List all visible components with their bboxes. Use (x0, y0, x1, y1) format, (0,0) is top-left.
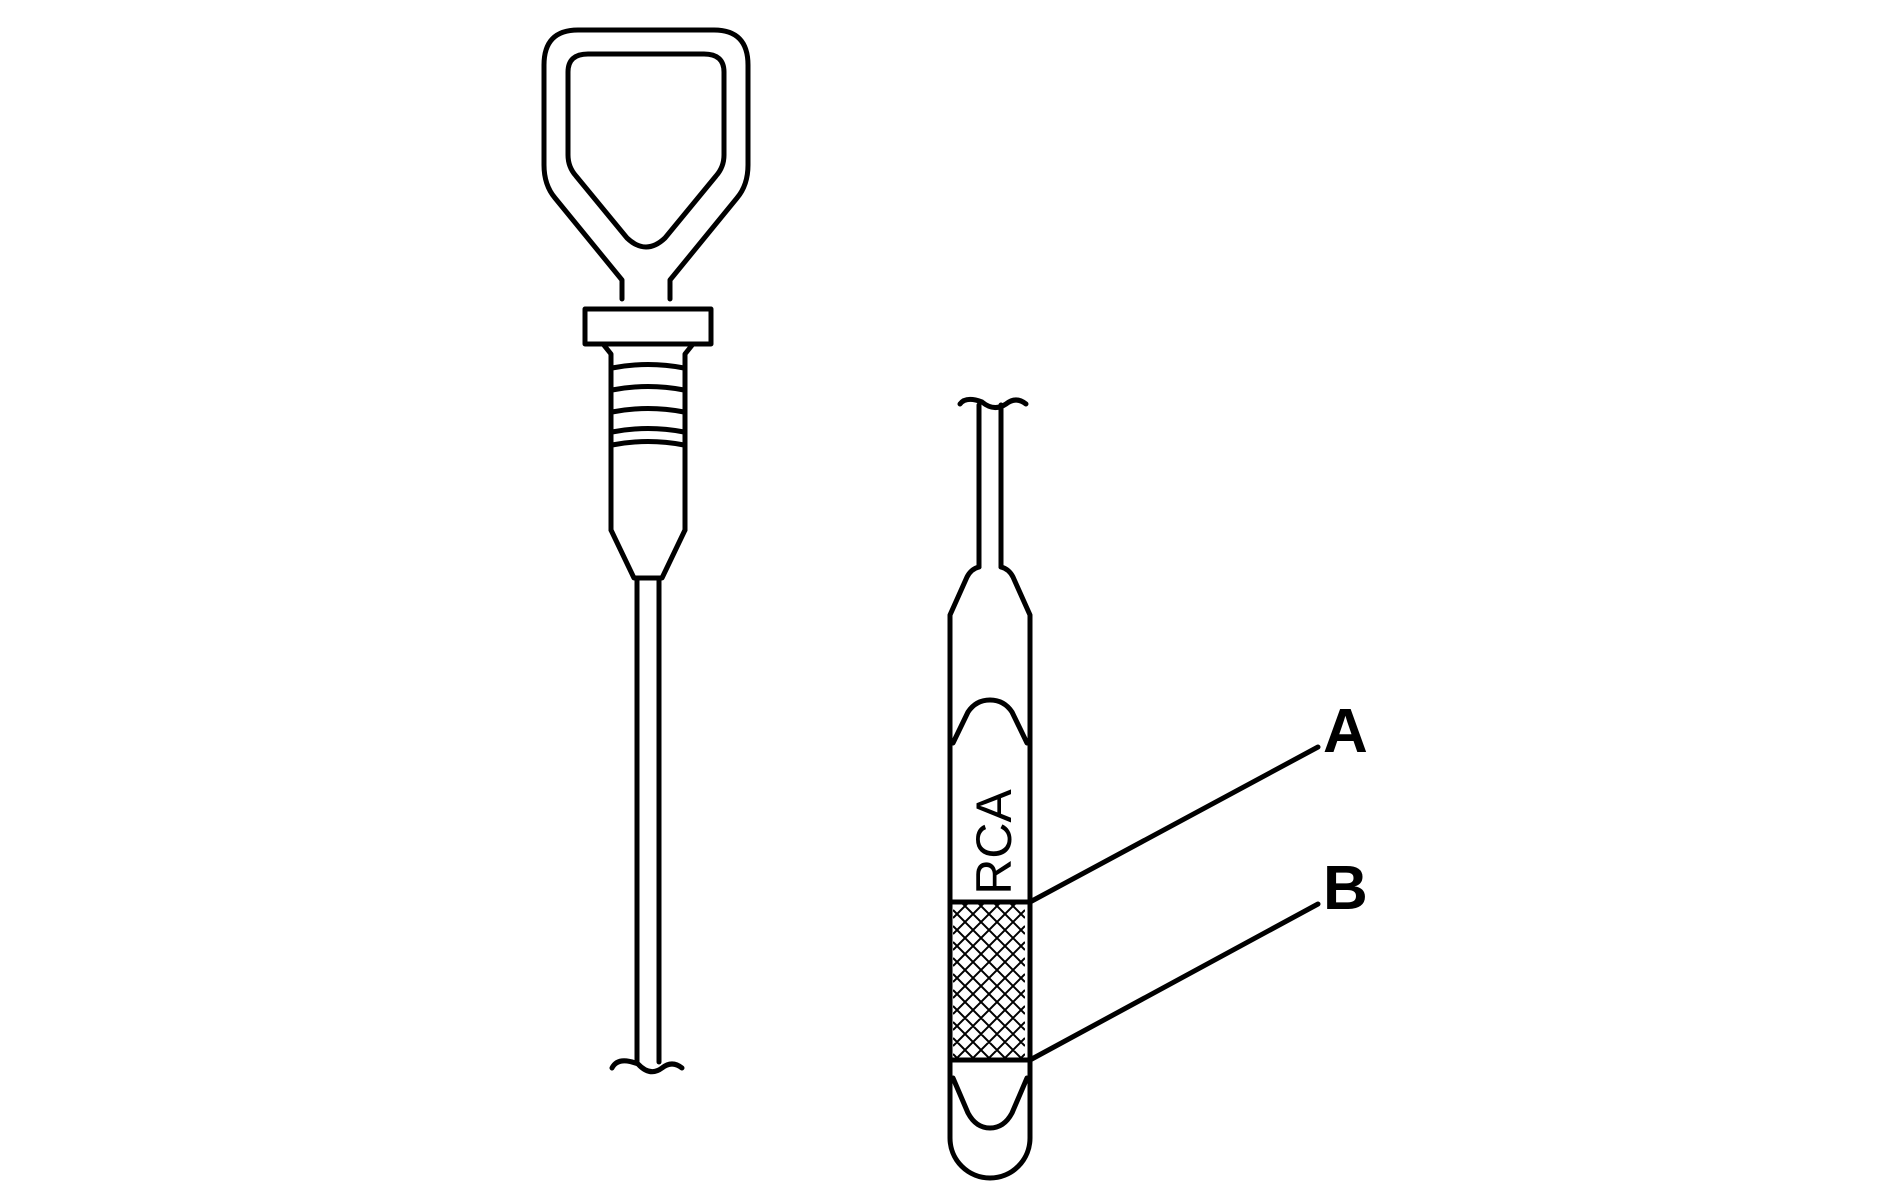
callout-a-leader (1027, 744, 1321, 905)
dipstick-handle-outer (541, 27, 751, 302)
tip-blade-outline (947, 564, 1033, 1181)
dipstick-break-mark (609, 1058, 685, 1075)
crosshatch-operating-range (953, 902, 1025, 1060)
rca-stamp: RCA (966, 789, 1022, 895)
tip-lower-chevron (950, 1075, 1030, 1131)
callout-a: A (1027, 697, 1368, 905)
callout-a-label: A (1323, 697, 1368, 766)
dipstick-blade (634, 575, 662, 1065)
dipstick-tip-detail: RCA (947, 396, 1033, 1181)
callout-b-label: B (1323, 854, 1368, 923)
callout-b-leader (1027, 901, 1321, 1063)
tip-break-mark (957, 396, 1029, 410)
dipstick-full-view (541, 27, 751, 1075)
callout-b: B (1027, 854, 1368, 1063)
dipstick-collar (582, 306, 714, 347)
tip-upper-chevron (950, 697, 1030, 746)
dipstick-handle-inner (565, 51, 727, 250)
dipstick-grip (600, 341, 696, 581)
